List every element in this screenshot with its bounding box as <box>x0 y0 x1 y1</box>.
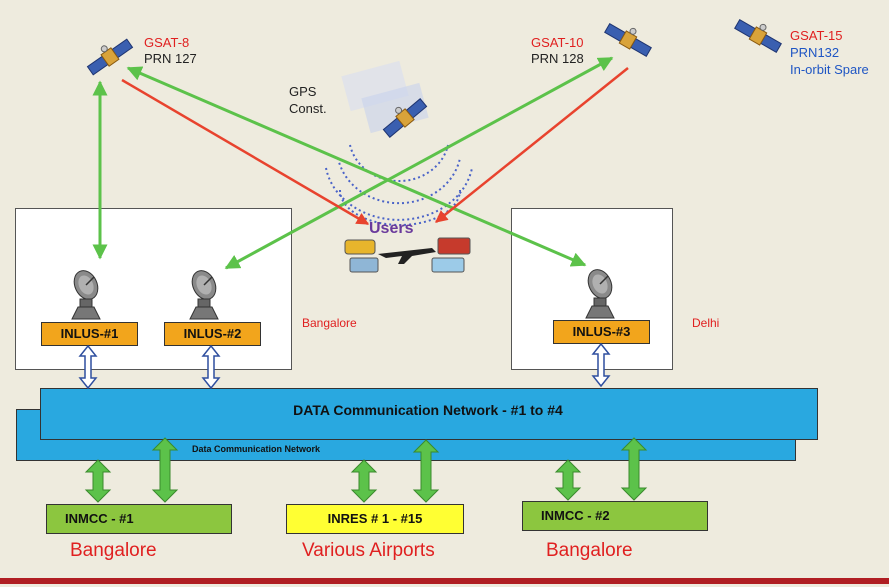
gsat15-prn: PRN132 <box>790 45 840 60</box>
truck-icon <box>437 237 471 255</box>
city-label-bangalore-2: Bangalore <box>546 540 633 561</box>
data-network-front <box>40 388 818 440</box>
ship-icon <box>349 257 379 273</box>
gps-constellation-icon <box>341 60 429 140</box>
inres-box: INRES # 1 - #15 <box>286 504 464 534</box>
gsat8-name: GSAT-8 <box>144 35 190 50</box>
gsat8-satellite-icon <box>81 31 135 78</box>
uplink-arrows <box>92 56 614 270</box>
inmcc-1-box: INMCC - #1 <box>46 504 232 534</box>
inlus-2-box: INLUS-#2 <box>164 322 261 346</box>
network-centre-links <box>84 437 648 503</box>
city-label-bangalore-1: Bangalore <box>70 540 157 561</box>
inlus-1-box: INLUS-#1 <box>41 322 138 346</box>
gsat10-name: GSAT-10 <box>531 35 584 50</box>
bangalore-station-label: Bangalore <box>302 316 357 330</box>
inlus-1-dish-antenna-icon <box>68 266 104 320</box>
gsat10-satellite-icon <box>602 15 657 60</box>
downlink-arrows <box>121 67 629 226</box>
users-label: Users <box>369 220 414 237</box>
vehicle-icon <box>344 239 376 255</box>
gsat15-status: In-orbit Spare <box>790 62 869 77</box>
inlus-3-dish-antenna-icon <box>582 265 618 319</box>
train-icon <box>431 257 465 273</box>
data-network-front-label: DATA Communication Network - #1 to #4 <box>293 402 563 418</box>
gsat8-prn: PRN 127 <box>144 51 197 66</box>
users-icon-cluster <box>344 237 471 273</box>
inmcc-2-box: INMCC - #2 <box>522 501 708 531</box>
gsat15-name: GSAT-15 <box>790 28 843 43</box>
inlus-2-dish-antenna-icon <box>186 266 222 320</box>
delhi-station-label: Delhi <box>692 316 720 330</box>
city-label-various-airports: Various Airports <box>302 540 435 561</box>
footer-bar <box>0 578 889 584</box>
inlus-network-links <box>78 342 611 390</box>
airplane-icon <box>378 248 436 264</box>
data-network-back-label: Data Communication Network <box>192 444 321 454</box>
gsat15-satellite-icon <box>732 11 787 56</box>
